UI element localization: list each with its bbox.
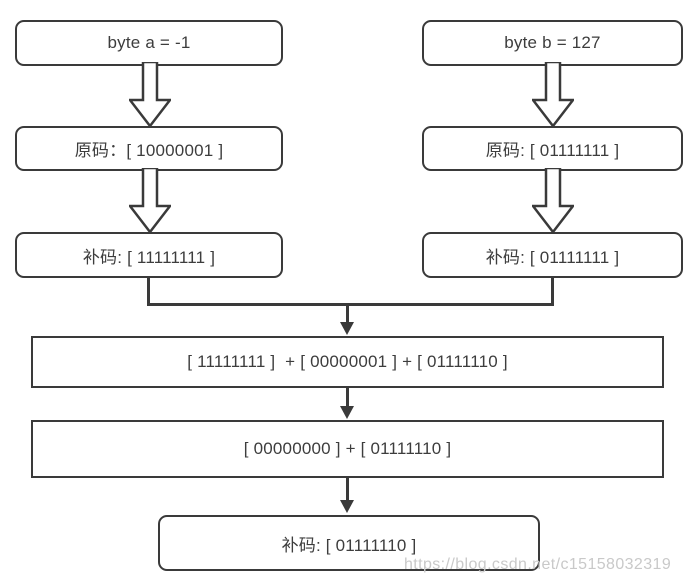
node-right-input: byte b = 127 [422, 20, 683, 66]
node-sum-expression: [ 11111111 ] + [ 00000001 ] + [ 01111110… [31, 336, 664, 388]
arrowhead-to-sum-expression [340, 322, 354, 335]
watermark-text: https://blog.csdn.net/c15158032319 [404, 556, 672, 573]
node-right-original-code: 原码: [ 01111111 ] [422, 126, 683, 171]
node-left-original-code: 原码：[ 10000001 ] [15, 126, 283, 171]
connector-sum-to-reduced [346, 388, 349, 407]
connector-reduced-to-result [346, 478, 349, 501]
arrowhead-to-result [340, 500, 354, 513]
node-sum-reduced: [ 00000000 ] + [ 01111110 ] [31, 420, 664, 478]
connector-merge-horizontal [147, 303, 554, 306]
connector-left-complement-down [147, 277, 150, 305]
block-arrow-left-original-to-complement [129, 168, 171, 234]
node-left-complement-code: 补码: [ 11111111 ] [15, 232, 283, 278]
connector-right-complement-down [551, 277, 554, 305]
connector-merge-down [346, 303, 349, 323]
node-left-input: byte a = -1 [15, 20, 283, 66]
node-right-complement-code: 补码: [ 01111111 ] [422, 232, 683, 278]
block-arrow-left-input-to-original [129, 62, 171, 128]
arrowhead-to-sum-reduced [340, 406, 354, 419]
block-arrow-right-input-to-original [532, 62, 574, 128]
block-arrow-right-original-to-complement [532, 168, 574, 234]
node-result-complement-code: 补码: [ 01111110 ] [158, 515, 540, 571]
